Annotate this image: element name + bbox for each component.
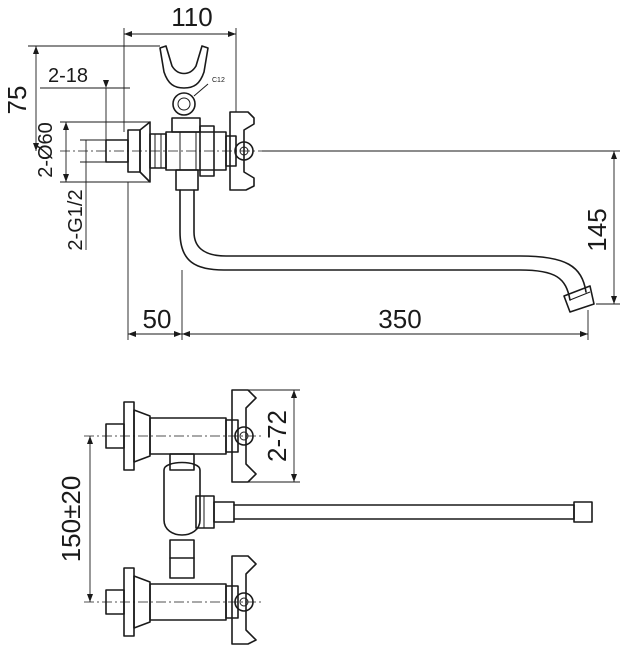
dim-height-75: 75 [2,86,32,115]
holder-mark: C12 [212,77,225,84]
shower-holder [159,45,209,116]
plan-view-dimensions: 2-72 150±20 [56,389,300,602]
dim-flange-dia: 2-Ø60 [35,122,57,178]
plan-view [84,389,593,645]
front-view [60,45,595,313]
dim-top-width: 110 [171,2,212,32]
dim-thread: 2-G1/2 [65,189,87,250]
dim-center-distance: 150±20 [56,476,86,563]
dim-spout-length: 350 [378,304,421,334]
mixer-body [165,117,227,191]
spout [179,189,595,313]
front-view-dimensions: 110 75 2-18 2-Ø60 2-G1/2 145 [2,2,620,340]
wall-eccentric [105,121,167,183]
central-column [163,453,235,559]
spout-plan [233,501,593,523]
dim-offset: 50 [143,304,172,334]
dim-handle-spacing: 2-72 [262,410,292,462]
dim-hole-dia: 2-18 [48,65,88,87]
dim-spout-drop: 145 [582,208,612,251]
lower-inlet [105,555,257,645]
